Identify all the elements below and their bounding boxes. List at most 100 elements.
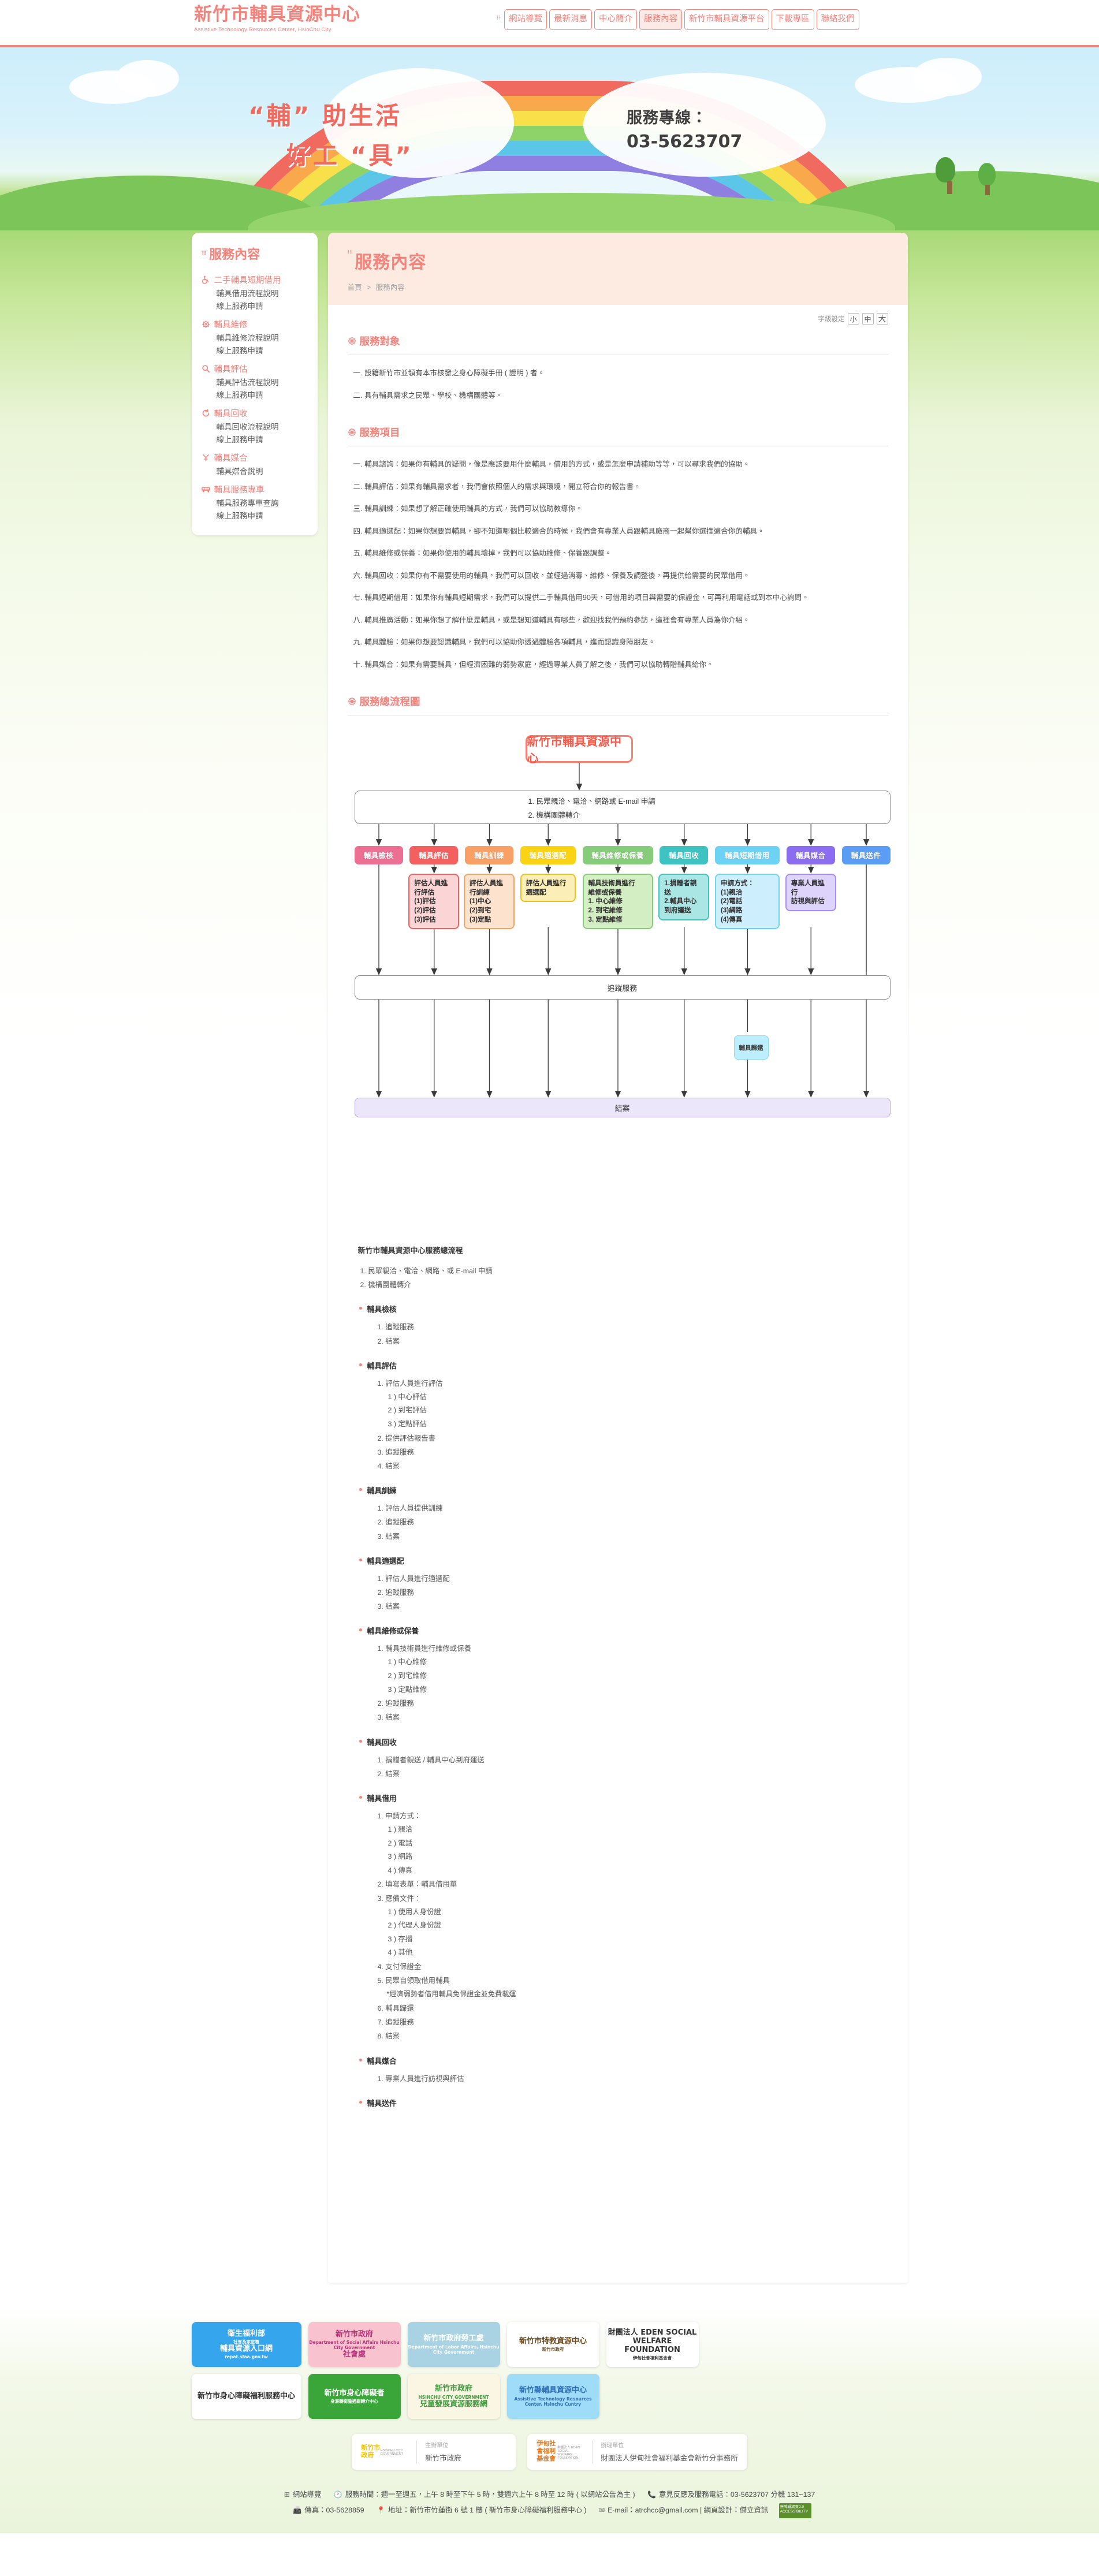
email[interactable]: ✉ E-mail：atrchcc@gmail.com | 網頁設計：傑立資訊 [599,2503,768,2518]
sidebar-subitem-4-0[interactable]: 輔具媒合說明 [216,467,263,476]
hero-title-line1: “輔” 助生活 [248,102,402,130]
sidebar-item-3[interactable]: 輔具回收 [192,407,318,419]
nav-item-0[interactable]: 網站導覽 [504,9,547,30]
paragraph-9: 十. 輔具媒合：如果有需要輔具，但經濟困難的弱勢家庭，經過專業人員了解之後，我們… [353,660,714,669]
gear-icon [201,320,211,329]
sidebar-item-1[interactable]: 輔具維修 [192,318,318,330]
breadcrumb-home[interactable]: 首頁 [347,284,362,292]
sidebar-subitem-2-1[interactable]: 線上服務申請 [216,391,263,400]
paragraph-0: 一. 設籍新竹市並領有本市核發之身心障礙手冊 ( 證明 ) 者。 [353,369,545,377]
accessibility-badge[interactable]: 無障礙網頁2.0 ACCESSIBILITY [778,2503,811,2518]
flow-detail-line: (1)親洽 [721,888,743,896]
phone-cloud-icon [583,73,826,177]
partner-logo-text: 輔具資源入口網 [219,2344,273,2353]
sidebar-item-0[interactable]: 二手輔具短期借用 [192,274,318,286]
partner-logo-text: 新竹市政府 [335,2329,373,2339]
logo-title-en: Assistive Technology Resources Center, H… [194,26,331,33]
sidebar-subitem-3-1[interactable]: 線上服務申請 [216,435,263,444]
partner-logo-logos_row1-3[interactable]: 新竹市特教資源中心新竹市政府 [506,2322,599,2367]
list-item: 8. 結案 [378,2029,885,2043]
sidebar: ⁝⁝ 服務內容 二手輔具短期借用輔具借用流程說明線上服務申請輔具維修輔具維修流程… [191,233,318,535]
outline-group-label: 輔具訓練 [358,1485,885,1496]
list-item-text: 2. 追蹤服務 [377,1518,414,1527]
organizer-divider [416,2440,418,2463]
font-size-small-button[interactable]: 小 [847,313,859,325]
font-size-medium-button[interactable]: 中 [862,313,874,325]
font-size-label: 字級設定 [818,316,845,323]
organizer-value: 新竹市政府 [425,2454,461,2463]
list-item: 1. 評估人員提供訓練 [378,1501,885,1515]
site-logo[interactable]: 新竹市輔具資源中心 Assistive Technology Resources… [194,4,360,33]
sidebar-item-5[interactable]: 輔具服務專車 [192,483,318,495]
flow-detail-line: (1)中心 [470,897,491,905]
sidebar-subitem-5-1[interactable]: 線上服務申請 [216,512,263,520]
partner-logo-logos_row2-0[interactable]: 新竹市身心障礙福利服務中心 [191,2374,301,2419]
partner-logo-logos_row2-1[interactable]: 新竹市身心障礙者身涯轉銜暨通報轉介中心 [308,2374,401,2419]
list-item-text: 1. 評估人員進行適選配 [377,1574,450,1583]
sidebar-item-2[interactable]: 輔具評估 [192,363,318,375]
outline-group-label: 輔具檢核 [358,1303,885,1314]
flow-category-6: 輔具短期借用 [715,846,780,865]
sidebar-subitem-1-1[interactable]: 線上服務申請 [216,346,263,355]
sitemap-link[interactable]: ⊞ 網站導覽 [284,2487,322,2503]
section-service-target: 服務對象 一. 設籍新竹市並領有本市核發之身心障礙手冊 ( 證明 ) 者。二. … [328,334,908,416]
flow-detail-line: (1)評估 [414,897,436,905]
section-heading: 服務總流程圖 [348,694,888,709]
sidebar-subitem-2-0[interactable]: 輔具評估流程說明 [216,378,279,387]
list-item-text: 1. 捐贈者親送 / 輔具中心到府運送 [377,1755,485,1764]
flow-detail-line: 專業人員進行 [791,879,825,896]
flow-detail-line: (4)傳真 [721,915,743,923]
sidebar-subitem-0-1[interactable]: 線上服務申請 [216,302,263,311]
service-phone-text: 意見反應及服務電話：03-5623707 分機 131~137 [658,2491,815,2499]
address: 📍 地址：新竹市竹蓮街 6 號 1 樓 ( 新竹市身心障礙福利服務中心 ) [377,2503,586,2518]
list-item: 7. 追蹤服務 [378,2015,885,2029]
partner-logo-text: 衛生福利部 [227,2329,265,2338]
organizer-value: 財團法人伊甸社會福利基金會新竹分事務所 [601,2454,738,2463]
main-navigation[interactable]: ⁝⁝ 網站導覽最新消息中心簡介服務內容新竹市輔具資源平台下載專區聯絡我們 [497,9,859,30]
nav-item-1[interactable]: 最新消息 [549,9,592,30]
nav-item-6[interactable]: 聯絡我們 [816,9,859,30]
sidebar-subitem-3-0[interactable]: 輔具回收流程說明 [216,423,279,431]
partner-logo-text: Assistive Technology Resources Center, H… [514,2396,592,2407]
paragraph-6: 七. 輔具短期借用：如果你有輔具短期需求，我們可以提供二手輔具借用90天，可借用… [353,594,809,602]
sidebar-subitem-0-0[interactable]: 輔具借用流程說明 [216,289,279,298]
partner-logo-text: 新竹市政府 [542,2347,564,2353]
nav-item-3[interactable]: 服務內容 [639,9,682,30]
sublist-item: 3 ) 存摺 [388,1934,413,1943]
nav-item-4[interactable]: 新竹市輔具資源平台 [684,9,769,30]
list-item-text: 1. 追蹤服務 [377,1323,414,1332]
nav-item-2[interactable]: 中心簡介 [594,9,637,30]
section-heading: 服務對象 [348,334,888,348]
sidebar-group-5: 輔具服務專車輔具服務專車查詢線上服務申請 [192,483,318,523]
font-size-large-button[interactable]: 大 [876,313,888,325]
sidebar-subitem-1-0[interactable]: 輔具維修流程說明 [216,334,279,342]
sun-cloud-icon [323,68,514,178]
section-heading-text: 服務總流程圖 [359,696,420,709]
section-service-items: 服務項目 一. 輔具諮詢：如果你有輔具的疑問，像是應該要用什麼輔具，借用的方式，… [328,425,908,685]
sidebar-subitem-5-0[interactable]: 輔具服務專車查詢 [216,499,279,508]
hero-phone-block: 服務專線： 03-5623707 [627,105,742,152]
list-item-text: 2. 提供評估報告書 [377,1434,436,1442]
nav-item-5[interactable]: 下載專區 [771,9,814,30]
list-item-text: 8. 結案 [377,2032,400,2041]
location-pin-icon: 📍 [377,2506,386,2514]
flow-detail-line: 行評估 [414,888,435,896]
flow-detail-6: 申請方式：(1)親洽(2)電話(3)網路(4)傳真 [715,874,780,930]
sidebar-item-label: 輔具媒合 [214,454,248,463]
sidebar-item-4[interactable]: 輔具媒合 [192,452,318,464]
clock-icon: 🕐 [333,2490,342,2499]
sidebar-item-label: 輔具回收 [214,409,248,419]
